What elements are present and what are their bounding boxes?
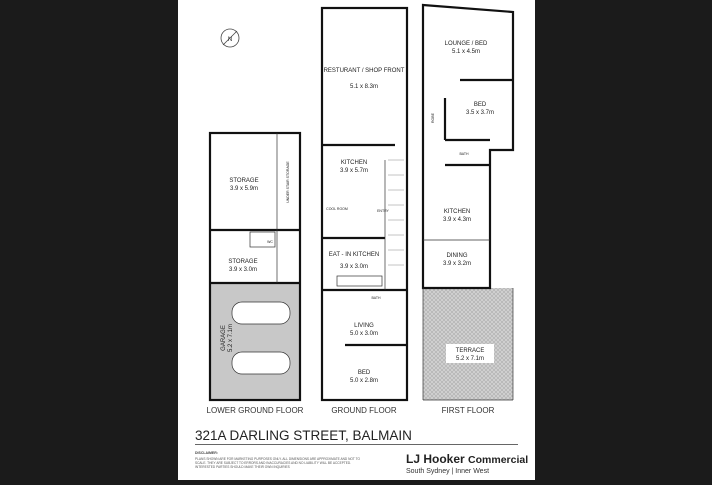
room-name: UNDER STAIR STORAGE <box>286 161 290 203</box>
lower-ground-floor-plan: STORAGE 3.9 x 5.9m UNDER STAIR STORAGE W… <box>207 131 304 415</box>
room-name: BATH <box>371 296 381 300</box>
floor-label: FIRST FLOOR <box>442 406 495 415</box>
room-size: 3.5 x 3.7m <box>466 110 494 116</box>
room-name: BED <box>474 102 487 108</box>
room-size: 3.9 x 5.9m <box>230 186 258 192</box>
floor-label: GROUND FLOOR <box>331 406 397 415</box>
car-icon <box>231 351 291 375</box>
room-name: KITCHEN <box>444 209 470 215</box>
room-size: 3.9 x 5.7m <box>340 168 368 174</box>
floor-label: LOWER GROUND FLOOR <box>207 406 304 415</box>
brand-name: LJ Hooker <box>406 452 465 466</box>
property-address: 321A DARLING STREET, BALMAIN <box>195 428 412 443</box>
room-name: BATH <box>459 152 469 156</box>
first-floor-plan: LOUNGE / BED 5.1 x 4.5m BED 3.5 x 3.7m R… <box>421 3 515 415</box>
room-name: WC <box>267 240 273 244</box>
room-name: DINING <box>447 253 468 259</box>
room-size: 3.9 x 3.2m <box>443 261 471 267</box>
room-name: STORAGE <box>228 259 257 265</box>
room-size: 5.0 x 2.8m <box>350 378 378 384</box>
brand-logo: LJ Hooker Commercial <box>406 452 528 466</box>
room-name: LOUNGE / BED <box>445 41 488 47</box>
room-name: COOL ROOM <box>326 207 348 211</box>
room-name: GARAGE <box>221 325 227 351</box>
car-icon <box>231 301 291 325</box>
compass-label: N <box>228 37 232 43</box>
room-size: 3.9 x 3.0m <box>229 267 257 273</box>
room-name: ROBE <box>431 112 435 123</box>
floor-plan-drawing: N STORAGE 3.9 x 5.9m UNDER STAIR STORAGE… <box>207 3 515 415</box>
disclaimer-text: PLANS SHOWN ARE FOR MARKETING PURPOSES O… <box>195 457 360 469</box>
room-name: KITCHEN <box>341 160 367 166</box>
disclaimer-heading: DISCLAIMER: <box>195 451 218 455</box>
divider <box>195 444 518 445</box>
room-name: ENTRY <box>377 209 389 213</box>
floor-plan-page: N STORAGE 3.9 x 5.9m UNDER STAIR STORAGE… <box>178 0 535 480</box>
room-size: 5.2 x 7.1m <box>228 324 234 352</box>
brand-tagline: South Sydney | Inner West <box>406 468 490 475</box>
north-compass-icon: N <box>220 28 240 48</box>
room-name: TERRACE <box>456 348 485 354</box>
room-size: 5.0 x 3.0m <box>350 331 378 337</box>
room-size: 3.9 x 3.0m <box>340 264 368 270</box>
room-name: LIVING <box>354 323 374 329</box>
room-name: STORAGE <box>229 178 258 184</box>
room-size: 5.1 x 8.3m <box>350 84 378 90</box>
ground-floor-plan: RESTURANT / SHOP FRONT 5.1 x 8.3m KITCHE… <box>320 6 409 415</box>
room-name: BED <box>358 370 371 376</box>
room-name: RESTURANT / SHOP FRONT <box>324 68 405 74</box>
brand-division: Commercial <box>468 454 529 466</box>
room-name: EAT - IN KITCHEN <box>329 252 379 258</box>
room-size: 3.9 x 4.3m <box>443 217 471 223</box>
room-size: 5.1 x 4.5m <box>452 49 480 55</box>
room-size: 5.2 x 7.1m <box>456 356 484 362</box>
